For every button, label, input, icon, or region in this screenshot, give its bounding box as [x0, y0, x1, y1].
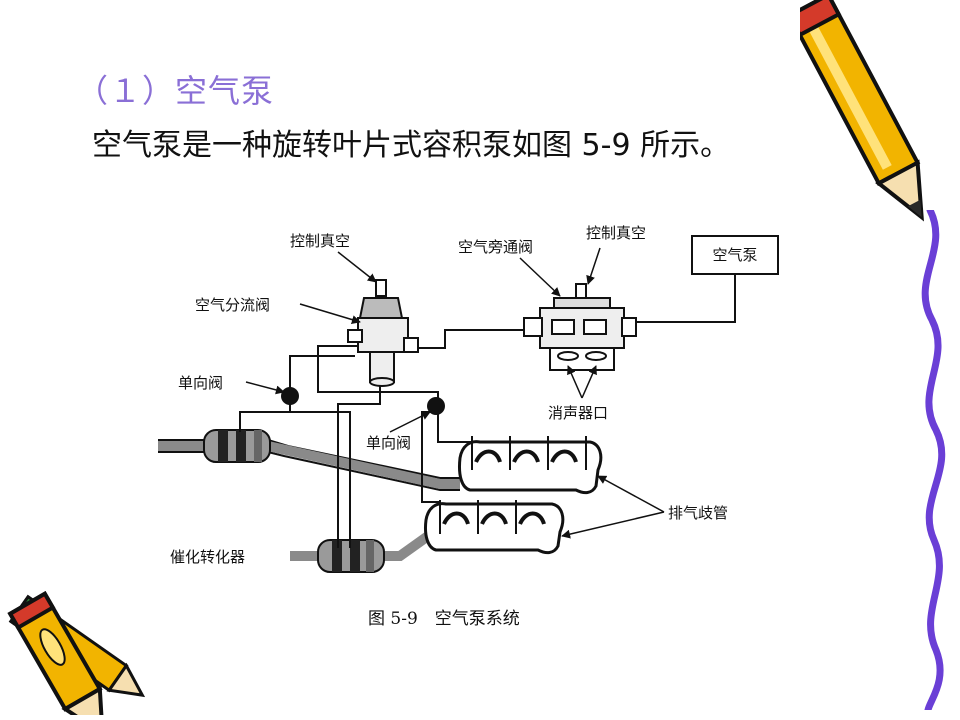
air-pump-label: 空气泵	[712, 246, 757, 264]
air-pump-box	[691, 235, 779, 275]
air-diverter-valve-shape	[347, 279, 419, 387]
control-vacuum-left-label: 控制真空	[290, 232, 350, 250]
check-valve-left-shape	[281, 387, 299, 405]
air-diverter-valve-label: 空气分流阀	[195, 296, 270, 314]
exhaust-pipe-upper	[158, 439, 460, 491]
muffler-port-label: 消声器口	[548, 404, 608, 422]
slide-intro-text: 空气泵是一种旋转叶片式容积泵如图 5-9 所示。	[92, 128, 731, 163]
exhaust-manifold-lower	[424, 500, 565, 555]
check-valve-center-label: 单向阀	[366, 434, 411, 452]
check-valve-center-shape	[427, 397, 445, 415]
check-valve-left-label: 单向阀	[178, 374, 223, 392]
figure-caption: 图 5-9 空气泵系统	[368, 609, 520, 629]
air-bypass-valve-shape	[523, 283, 637, 371]
squiggle-line-icon	[921, 210, 946, 710]
exhaust-manifold-upper	[458, 436, 603, 495]
slide-heading: （１）空气泵	[76, 72, 275, 110]
exhaust-manifold-label: 排气歧管	[668, 504, 728, 522]
air-bypass-valve-label: 空气旁通阀	[458, 238, 533, 256]
catalytic-converter-label: 催化转化器	[170, 548, 245, 566]
control-vacuum-right-label: 控制真空	[586, 224, 646, 242]
pencil-top-right-icon	[800, 0, 924, 222]
muffler-upper	[203, 429, 271, 463]
catalytic-converter-shape	[317, 539, 385, 573]
pencils-bottom-left-icon	[7, 590, 146, 715]
